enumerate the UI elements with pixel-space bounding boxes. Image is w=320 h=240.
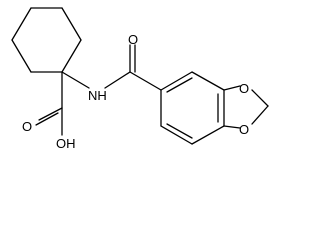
dioxole-oxygen-top-label: O [239, 81, 249, 96]
bond-benzene-1 [160, 71, 193, 91]
acid-hydroxyl-label: OH [56, 136, 76, 151]
carbonyl-oxygen-label: O [128, 32, 138, 47]
bond-cyclohexane-6 [11, 7, 32, 41]
bond-dioxole-3 [251, 105, 269, 125]
bond-nh-to-co [104, 71, 131, 89]
bond-cyclohexane-5 [11, 39, 32, 73]
bond-dioxole-1 [223, 85, 241, 91]
bond-benzene-5-inner [166, 123, 193, 139]
bonds [11, 7, 269, 145]
bond-benzene-4 [191, 125, 225, 145]
bond-benzene-1-inner [166, 77, 193, 93]
bond-cyclohexane-2 [61, 7, 82, 41]
bond-acid-c-o-a [38, 107, 63, 121]
amide-nh-label: NH [88, 88, 107, 103]
dioxole-oxygen-bottom-label: O [239, 122, 249, 137]
atom-labels: O NH O OH O O [22, 32, 249, 151]
bond-cyclohexane-3 [61, 39, 82, 73]
bond-dioxole-4 [223, 125, 241, 129]
bond-dioxole-2 [251, 89, 269, 107]
bond-acid-c-o-b [35, 112, 59, 126]
bond-co-to-ring [129, 71, 162, 91]
bond-benzene-2 [191, 71, 225, 91]
molecule-svg: O NH O OH O O [11, 7, 269, 151]
bond-c-to-nh [61, 71, 90, 89]
structure-diagram: O NH O OH O O [11, 7, 269, 151]
bond-benzene-5 [160, 125, 193, 145]
acid-carbonyl-oxygen-label: O [22, 119, 32, 134]
